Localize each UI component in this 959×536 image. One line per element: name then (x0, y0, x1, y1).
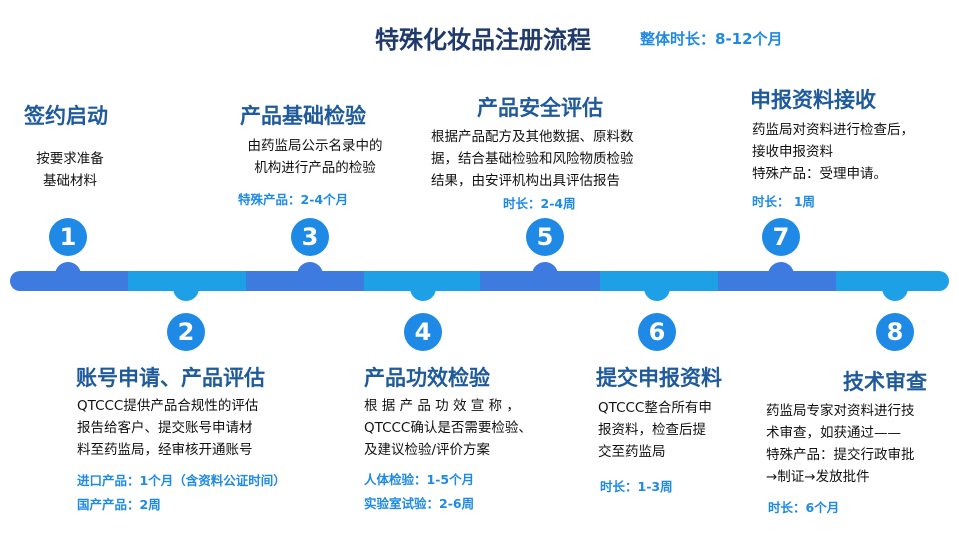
step-6-title: 提交申报资料 (596, 366, 722, 390)
desc-line: 药监局专家对资料进行技 (766, 403, 915, 419)
desc-line: 报告给客户、提交账号申请材 (77, 420, 253, 436)
step-8-note: 时长：6个月 (768, 500, 840, 515)
desc-line: 机构进行产品的检验 (254, 160, 376, 176)
timeline-knob (173, 275, 199, 301)
timeline-knob (532, 262, 558, 288)
step-5-note: 时长：2-4周 (503, 196, 576, 211)
step-4-notes: 人体检验：1-5个月 实验室试验：2-6周 (364, 468, 474, 516)
desc-line: 根据产品配方及其他数据、原料数 (431, 129, 634, 145)
step-2-title: 账号申请、产品评估 (76, 366, 265, 390)
note-line: 人体检验：1-5个月 (364, 472, 475, 487)
page-title: 特殊化妆品注册流程 (375, 26, 591, 54)
step-3-note: 特殊产品：2-4个月 (238, 192, 349, 207)
timeline-knob (55, 262, 81, 288)
desc-line: →制证→发放批件 (766, 469, 870, 485)
step-8-desc: 药监局专家对资料进行技 术审查，如获通过—— 特殊产品：提交行政审批 →制证→发… (766, 400, 951, 488)
desc-line: 术审查，如获通过—— (766, 425, 901, 441)
step-6-note: 时长：1-3周 (600, 479, 673, 494)
step-6-desc: QTCCC整合所有申 报资料，检查后提 交至药监局 (598, 397, 748, 463)
note-line: 进口产品：1个月（含资料公证时间） (77, 473, 286, 488)
desc-line: QTCCC整合所有申 (598, 400, 712, 416)
timeline-knob (297, 262, 323, 288)
total-duration: 整体时长：8-12个月 (640, 30, 783, 48)
step-4-desc: 根 据 产 品 功 效 宣 称 ， QTCCC确认是否需要检验、 及建议检验/评… (364, 395, 574, 461)
desc-line: 及建议检验/评价方案 (364, 442, 491, 458)
desc-line: 结果，由安评机构出具评估报告 (431, 173, 620, 189)
step-7-title: 申报资料接收 (750, 88, 876, 112)
step-2-desc: QTCCC提供产品合规性的评估 报告给客户、提交账号申请材 料至药监局，经审核开… (77, 395, 297, 461)
step-5-title: 产品安全评估 (477, 96, 603, 120)
timeline-knob (768, 262, 794, 288)
desc-line: 按要求准备 (36, 151, 104, 167)
step-7-note: 时长： 1周 (752, 194, 816, 209)
timeline-knob (410, 275, 436, 301)
step-5-circle: 5 (526, 218, 564, 256)
step-1-title: 签约启动 (24, 104, 108, 128)
desc-line: 报资料，检查后提 (598, 422, 706, 438)
desc-line: 特殊产品：受理申请。 (752, 166, 887, 182)
step-2-notes: 进口产品：1个月（含资料公证时间） 国产产品：2周 (77, 469, 286, 517)
desc-line: 料至药监局，经审核开通账号 (77, 442, 253, 458)
step-7-desc: 药监局对资料进行检查后， 接收申报资料 特殊产品：受理申请。 (752, 119, 952, 185)
note-line: 实验室试验：2-6周 (364, 496, 475, 511)
step-7-circle: 7 (762, 218, 800, 256)
step-1-circle: 1 (49, 218, 87, 256)
timeline-knob (644, 275, 670, 301)
step-2-circle: 2 (167, 313, 205, 351)
step-8-circle: 8 (876, 313, 914, 351)
step-1-desc: 按要求准备 基础材料 (30, 148, 110, 192)
desc-line: 据，结合基础检验和风险物质检验 (431, 151, 634, 167)
step-8-title: 技术审查 (843, 370, 927, 394)
step-4-title: 产品功效检验 (364, 366, 490, 390)
note-line: 国产产品：2周 (77, 497, 161, 512)
step-3-circle: 3 (291, 218, 329, 256)
desc-line: QTCCC提供产品合规性的评估 (77, 398, 259, 414)
step-5-desc: 根据产品配方及其他数据、原料数 据，结合基础检验和风险物质检验 结果，由安评机构… (431, 126, 681, 192)
desc-line: 特殊产品：提交行政审批 (766, 447, 915, 463)
desc-line: 交至药监局 (598, 444, 666, 460)
step-6-circle: 6 (638, 313, 676, 351)
desc-line: 由药监局公示名录中的 (247, 138, 383, 154)
desc-line: 接收申报资料 (752, 144, 833, 160)
desc-line: 基础材料 (43, 173, 97, 189)
desc-line: QTCCC确认是否需要检验、 (364, 420, 532, 436)
desc-line: 药监局对资料进行检查后， (752, 122, 914, 138)
timeline-knob (882, 275, 908, 301)
desc-line: 根 据 产 品 功 效 宣 称 ， (364, 398, 520, 414)
step-4-circle: 4 (404, 313, 442, 351)
step-3-title: 产品基础检验 (240, 104, 366, 128)
step-3-desc: 由药监局公示名录中的 机构进行产品的检验 (235, 135, 395, 179)
